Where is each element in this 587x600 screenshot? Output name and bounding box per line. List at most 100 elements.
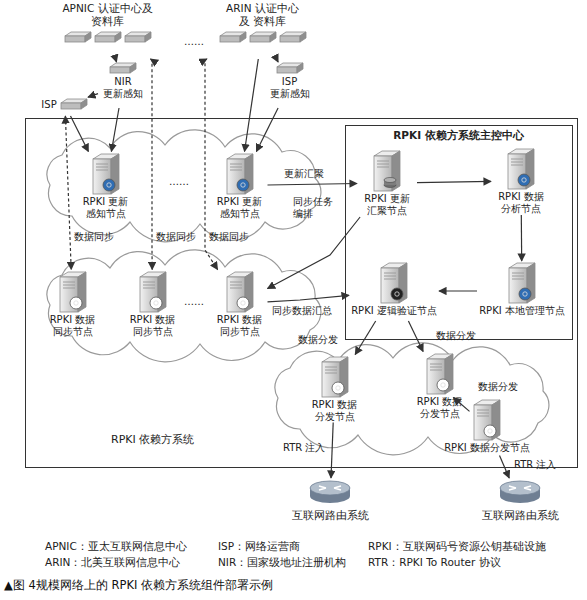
server-icon-holder <box>123 31 153 45</box>
connector-arrow <box>65 116 71 270</box>
ellipsis-mark: …… <box>184 296 204 308</box>
server-tower-holder <box>57 270 89 314</box>
ellipsis-mark: …… <box>184 36 204 48</box>
connector-arrow <box>500 456 510 479</box>
router-top <box>310 481 350 495</box>
analysis-node: RPKI 数据分析节点 <box>491 147 551 215</box>
server-side <box>115 32 121 42</box>
validation-node: RPKI 逻辑验证节点 <box>349 261 439 321</box>
node-label: RPKI 依赖方系统 <box>111 433 194 446</box>
server-icon <box>248 31 278 45</box>
repository-node: APNIC 认证中心及 资料库 <box>40 2 175 59</box>
node-label: 更新感知 <box>270 88 310 100</box>
server-tower-icon <box>506 261 538 305</box>
router-arrows <box>509 486 531 490</box>
connector-arrow <box>115 59 117 62</box>
server-tower-icon <box>371 149 403 193</box>
node-badge-mark <box>153 300 157 304</box>
server-tower-holder <box>224 270 256 314</box>
server-tower-icon <box>224 270 256 314</box>
legend-entry: APNIC：亚太互联网信息中心 <box>45 540 187 553</box>
node-badge-mark <box>73 300 77 304</box>
server-icon <box>59 98 89 112</box>
server-icon-holder <box>218 31 248 45</box>
node-badge-mark <box>523 292 527 296</box>
node-label: APNIC 认证中心及 资料库 <box>61 2 155 28</box>
server-side <box>85 32 91 42</box>
server-icon-holder <box>278 31 308 45</box>
server-icon-holder <box>275 62 305 76</box>
node-label: 互联网路由系统 <box>482 509 559 521</box>
node-label: RPKI 数据同步节点 <box>47 314 99 338</box>
server-row <box>218 31 308 45</box>
server-front <box>277 67 297 73</box>
node-label: RPKI 数据分析节点 <box>495 191 547 215</box>
tower-slots <box>96 164 108 170</box>
server-icon-holder <box>93 31 123 45</box>
node-badge-mark <box>240 182 244 186</box>
node-badge-mark <box>240 300 244 304</box>
node-badge-mark <box>488 428 492 432</box>
data-sync-node: RPKI 数据同步节点 <box>45 270 101 338</box>
node-label: ISP <box>282 76 297 88</box>
node-badge-mark <box>522 178 526 182</box>
tower-slots <box>384 273 396 279</box>
server-side <box>240 32 246 42</box>
connector-arrow <box>268 184 358 186</box>
node-label: RPKI 逻辑验证节点 <box>349 305 439 317</box>
node-badge <box>237 297 249 309</box>
server-icon <box>278 31 308 45</box>
node-label: ARIN 认证中心 及 资料库 <box>224 2 302 28</box>
server-icon <box>93 31 123 45</box>
edge-label: 数据同步 <box>209 231 249 243</box>
server-tower-holder <box>90 152 122 196</box>
server-icon <box>123 31 153 45</box>
server-side <box>270 32 276 42</box>
node-badge <box>437 379 449 391</box>
server-tower-icon <box>319 355 351 399</box>
router-arrows <box>319 486 341 490</box>
server-tower-holder <box>471 398 503 442</box>
connector-arrow <box>256 108 278 152</box>
server-tower-icon <box>424 352 456 396</box>
connector-arrow <box>417 181 491 182</box>
server-tower-icon <box>137 270 169 314</box>
node-badge <box>103 179 115 191</box>
connector-arrow <box>245 59 259 152</box>
server-tower-icon <box>57 270 89 314</box>
server-tower-holder <box>505 147 537 191</box>
server-icon-holder <box>108 62 138 76</box>
server-tower-icon <box>505 147 537 191</box>
connector-arrow <box>439 290 477 291</box>
node-label: NIR <box>114 76 131 88</box>
legend-entry: NIR：国家级地址注册机构 <box>218 556 346 569</box>
router-icon-holder <box>496 478 544 506</box>
node-badge-mark <box>440 382 444 386</box>
connector-arrow <box>331 423 333 479</box>
edge-label: RTR 注入 <box>283 442 325 454</box>
edge-label: 数据同步 <box>74 231 114 243</box>
server-icon-holder <box>63 31 93 45</box>
server-side <box>145 32 151 42</box>
tower-slots <box>477 410 489 416</box>
node-badge <box>150 297 162 309</box>
node-badge <box>237 179 249 191</box>
isp-node: ISP更新感知 <box>262 62 317 108</box>
server-icon-holder <box>59 98 89 112</box>
server-icon <box>63 31 93 45</box>
server-front <box>280 36 300 42</box>
tower-slots <box>512 273 524 279</box>
tower-slots <box>377 161 389 167</box>
management-node: RPKI 本地管理节点 <box>477 261 567 321</box>
connector-arrow <box>111 108 119 152</box>
node-badge <box>391 288 403 300</box>
node-badge-mark <box>106 182 110 186</box>
figure-caption: ▲图 4规模网络上的 RPKI 依赖方系统组件部署示例 <box>4 578 273 592</box>
server-row <box>63 31 153 45</box>
node-label: 更新感知 <box>103 88 143 100</box>
node-badge <box>519 288 531 300</box>
edge-label: RTR 注入 <box>514 459 556 471</box>
server-front <box>250 36 270 42</box>
server-tower-icon <box>378 261 410 305</box>
